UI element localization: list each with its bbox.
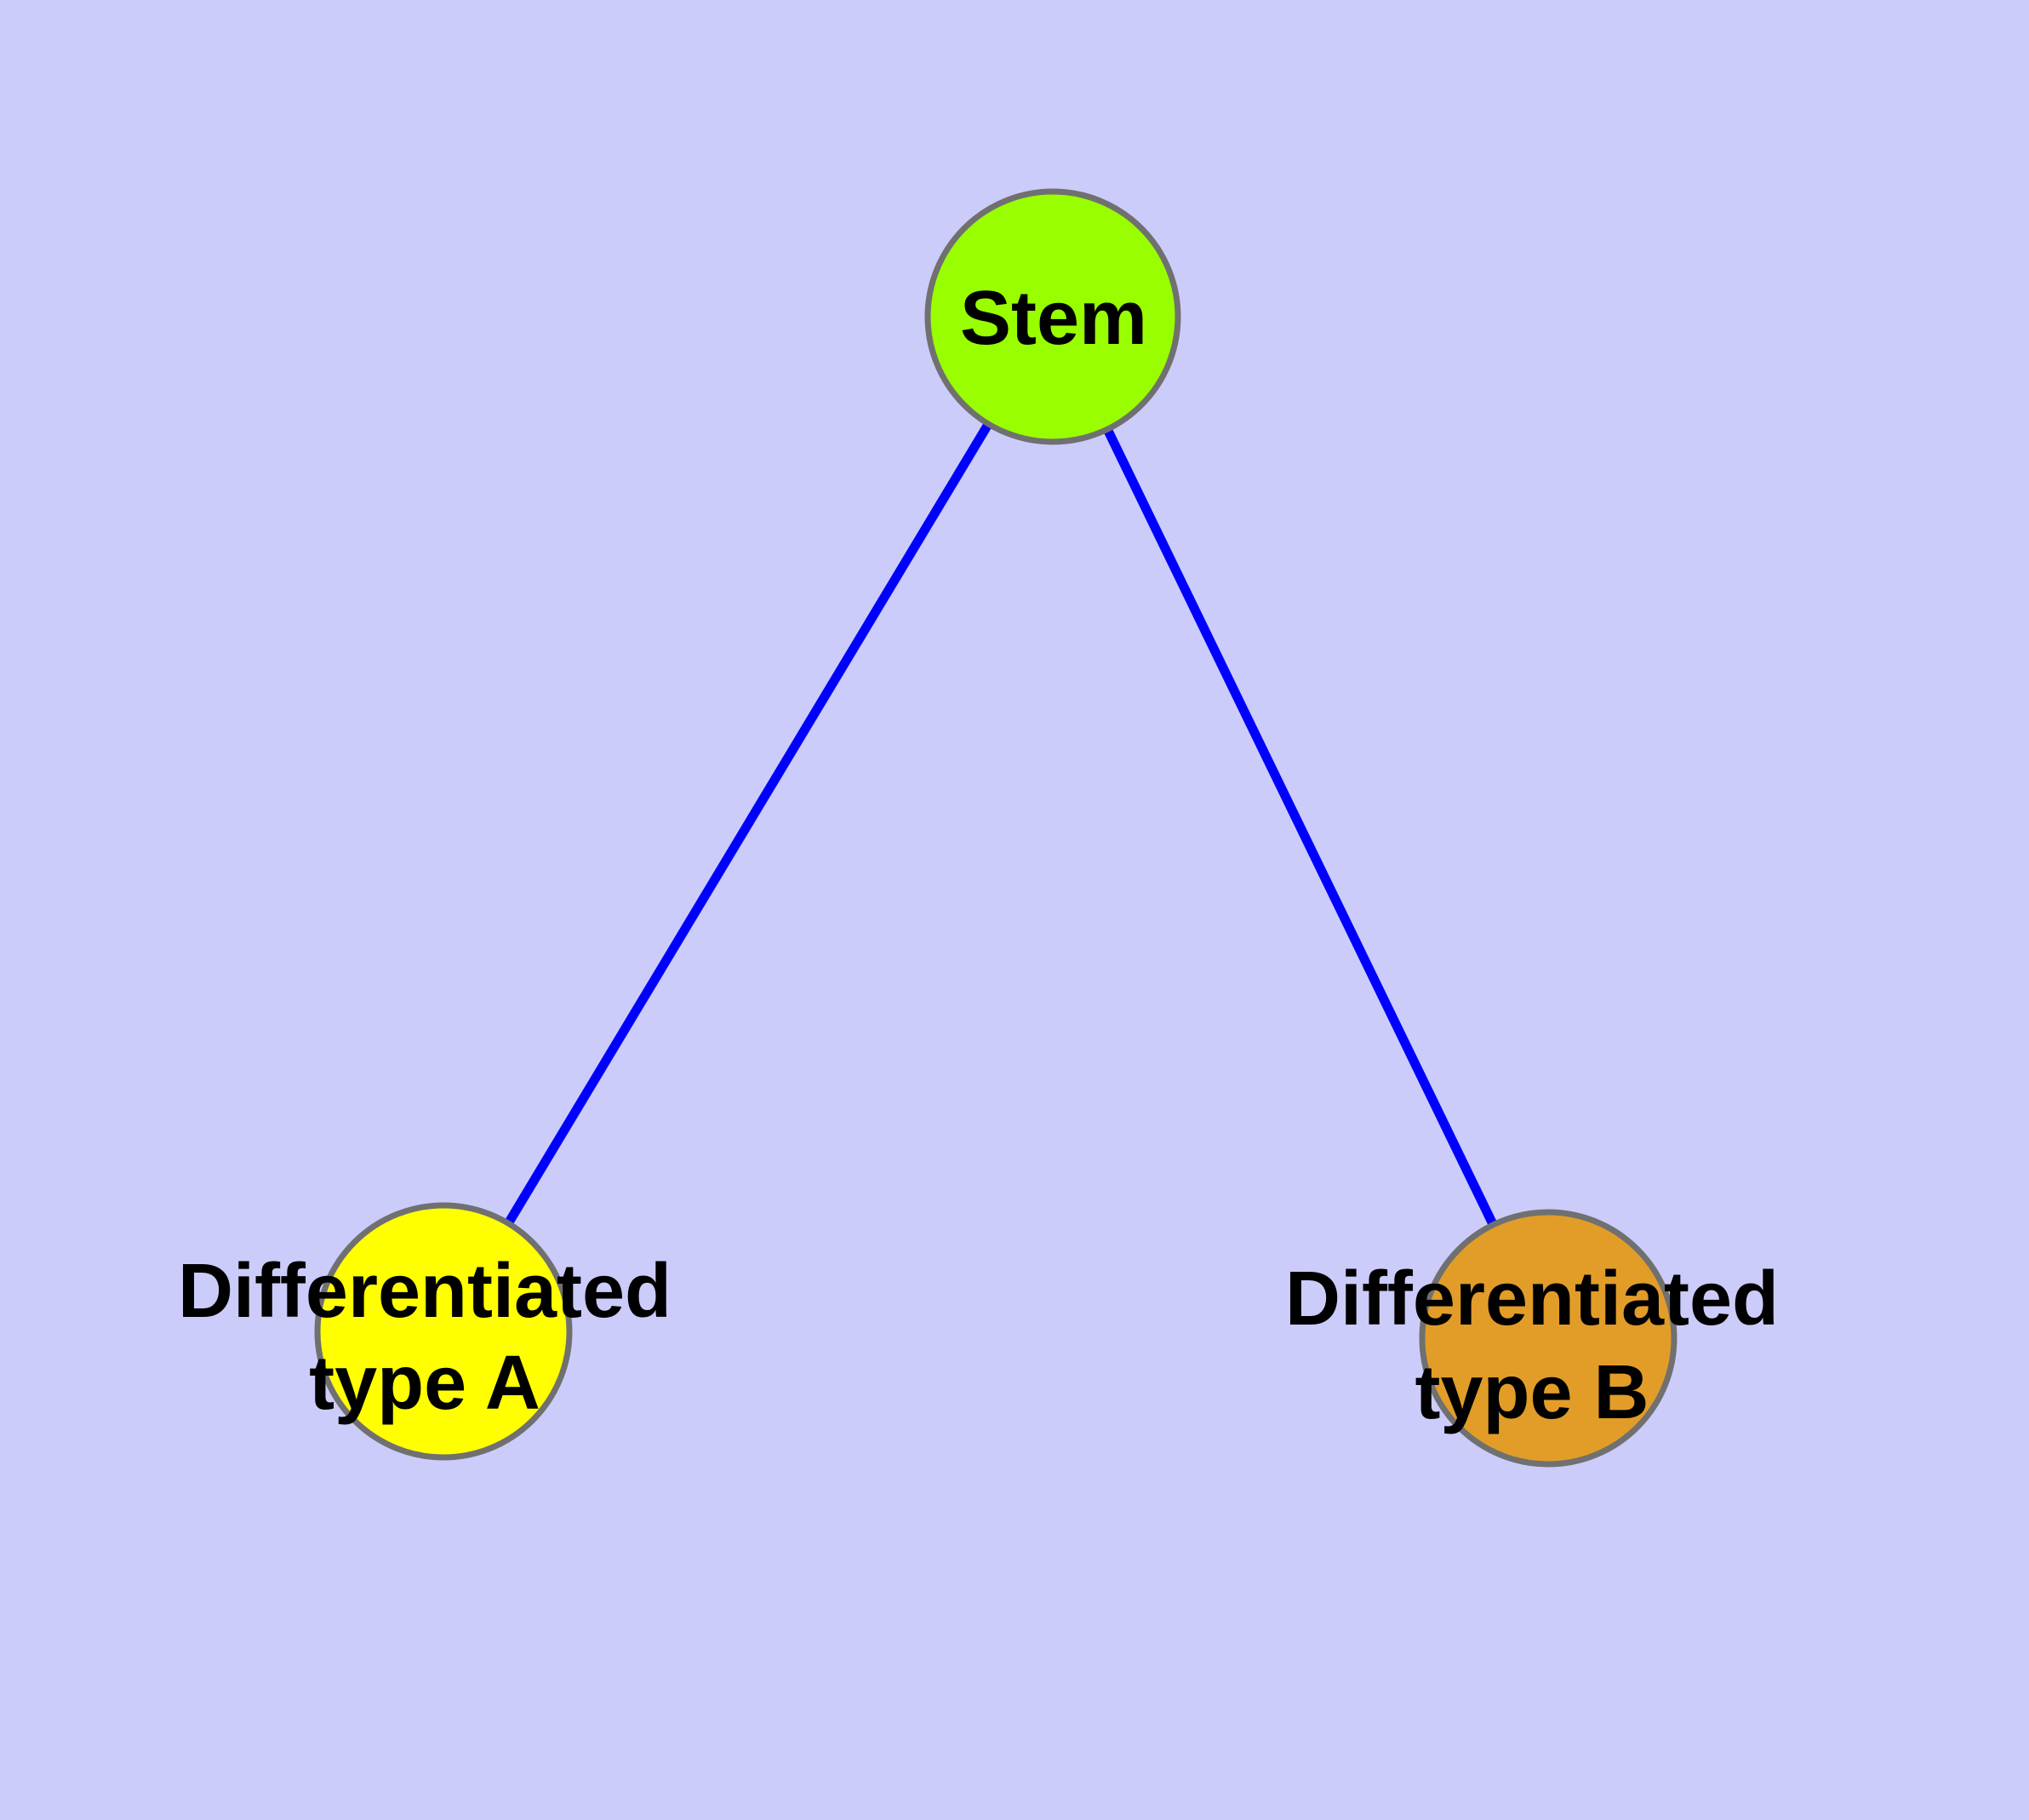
edge-stem-to-type-a	[439, 314, 1057, 1334]
edge-stem-to-type-b	[1049, 314, 1552, 1341]
node-differentiated-type-a-label-line2: type A	[309, 1341, 540, 1426]
node-differentiated-type-b-label-line1: Differentiated	[1285, 1256, 1779, 1342]
node-differentiated-type-a-circle	[314, 1202, 573, 1461]
node-stem: Stem	[924, 188, 1181, 445]
node-differentiated-type-a: Differentiated type A	[178, 1202, 672, 1461]
node-differentiated-type-b: Differentiated type B	[1285, 1209, 1779, 1468]
edge-group	[439, 314, 1552, 1341]
node-stem-circle	[924, 188, 1181, 445]
node-stem-label: Stem	[960, 276, 1147, 361]
node-differentiated-type-b-label-line2: type B	[1415, 1350, 1649, 1435]
node-differentiated-type-a-label-line1: Differentiated	[178, 1249, 672, 1334]
node-differentiated-type-b-circle	[1419, 1209, 1677, 1468]
